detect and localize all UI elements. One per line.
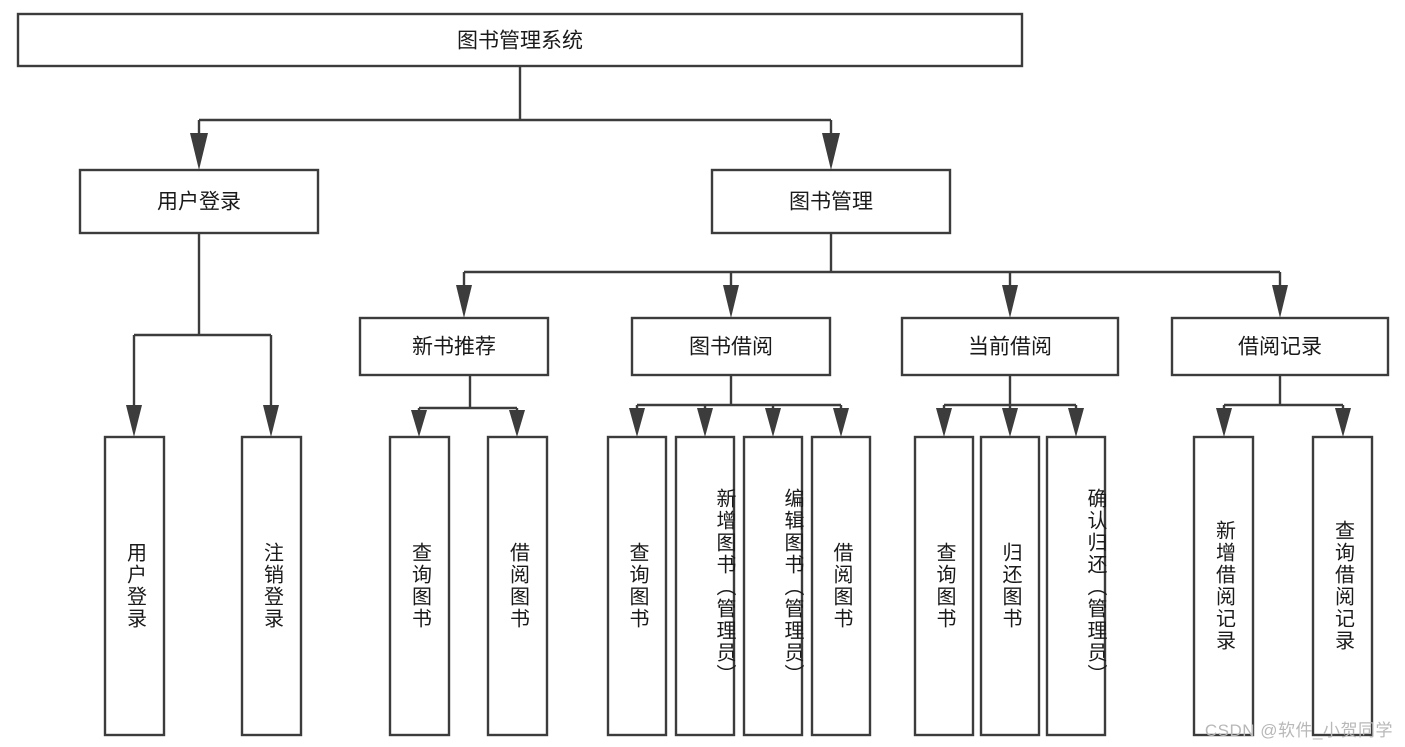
- arrow-head-br-leaf-2: [1335, 408, 1351, 437]
- leaf-box-bb-add-book[interactable]: [674, 435, 736, 737]
- arrow-head-book-manage: [822, 133, 840, 170]
- root-label: 图书管理系统: [457, 30, 583, 53]
- leaf-boxes-current-borrow: [913, 435, 1107, 737]
- root-box[interactable]: [16, 12, 1024, 68]
- connectors-borrowrecord-to-leaves: [1216, 375, 1351, 437]
- arrow-head-bb-leaf-2: [697, 408, 713, 437]
- arrow-head-new-book: [456, 285, 472, 318]
- book-manage-box[interactable]: [710, 168, 952, 235]
- arrow-head-current-borrow: [1002, 285, 1018, 318]
- leaf-box-br-add-record[interactable]: [1192, 435, 1255, 737]
- arrow-head-nb-leaf-2: [509, 410, 525, 437]
- node-current-borrow[interactable]: 当前借阅: [900, 316, 1120, 377]
- watermark-text: CSDN @软件_小贺同学: [1204, 721, 1393, 740]
- connectors-root-to-level2: [190, 66, 840, 170]
- connectors-newbook-to-leaves: [411, 375, 525, 437]
- new-book-recommend-box[interactable]: [358, 316, 550, 377]
- node-new-book-recommend[interactable]: 新书推荐: [358, 316, 550, 377]
- arrow-head-cb-leaf-3: [1068, 408, 1084, 437]
- leaf-box-bb-query-book[interactable]: [606, 435, 668, 737]
- arrow-head-cb-leaf-2: [1002, 408, 1018, 437]
- leaf-box-cb-return-book[interactable]: [979, 435, 1041, 737]
- arrow-head-leaf-user-login: [126, 405, 142, 437]
- leaf-boxes-user-login: [103, 435, 303, 737]
- user-login-label: 用户登录: [157, 191, 241, 214]
- arrow-head-book-borrow: [723, 285, 739, 318]
- node-borrow-record[interactable]: 借阅记录: [1170, 316, 1390, 377]
- current-borrow-box[interactable]: [900, 316, 1120, 377]
- new-book-recommend-label: 新书推荐: [412, 336, 496, 359]
- borrow-record-label: 借阅记录: [1238, 336, 1322, 359]
- connectors-userlogin-to-leaves: [126, 233, 279, 437]
- leaf-boxes-new-book-recommend: [388, 435, 549, 737]
- node-book-manage[interactable]: 图书管理: [710, 168, 952, 235]
- connectors-currentborrow-to-leaves: [936, 375, 1084, 437]
- connectors-bookborrow-to-leaves: [629, 375, 849, 437]
- leaf-box-nb-query-book[interactable]: [388, 435, 451, 737]
- arrow-head-user-login: [190, 133, 208, 170]
- arrow-head-bb-leaf-1: [629, 408, 645, 437]
- leaf-boxes-book-borrow: [606, 435, 872, 737]
- borrow-record-box[interactable]: [1170, 316, 1390, 377]
- leaf-box-br-query-record[interactable]: [1311, 435, 1374, 737]
- arrow-head-bb-leaf-3: [765, 408, 781, 437]
- book-manage-label: 图书管理: [789, 191, 873, 214]
- leaf-box-user-login[interactable]: [103, 435, 166, 737]
- user-login-box[interactable]: [78, 168, 320, 235]
- leaf-box-bb-borrow-book[interactable]: [810, 435, 872, 737]
- arrow-head-cb-leaf-1: [936, 408, 952, 437]
- current-borrow-label: 当前借阅: [968, 336, 1052, 359]
- book-borrow-box[interactable]: [630, 316, 832, 377]
- leaf-boxes-borrow-record: [1192, 435, 1374, 737]
- leaf-box-nb-borrow-book[interactable]: [486, 435, 549, 737]
- leaf-box-cb-query-book[interactable]: [913, 435, 975, 737]
- node-user-login[interactable]: 用户登录: [78, 168, 320, 235]
- node-book-borrow[interactable]: 图书借阅: [630, 316, 832, 377]
- arrow-head-nb-leaf-1: [411, 410, 427, 437]
- arrow-head-bb-leaf-4: [833, 408, 849, 437]
- node-root[interactable]: 图书管理系统: [16, 12, 1024, 68]
- arrow-head-leaf-logout: [263, 405, 279, 437]
- leaf-box-logout[interactable]: [240, 435, 303, 737]
- leaf-box-bb-edit-book[interactable]: [742, 435, 804, 737]
- arrow-head-br-leaf-1: [1216, 408, 1232, 437]
- book-borrow-label: 图书借阅: [689, 336, 773, 359]
- arrow-head-borrow-record: [1272, 285, 1288, 318]
- leaf-box-cb-confirm-return[interactable]: [1045, 435, 1107, 737]
- connectors-bookmanage-to-level3: [456, 233, 1288, 318]
